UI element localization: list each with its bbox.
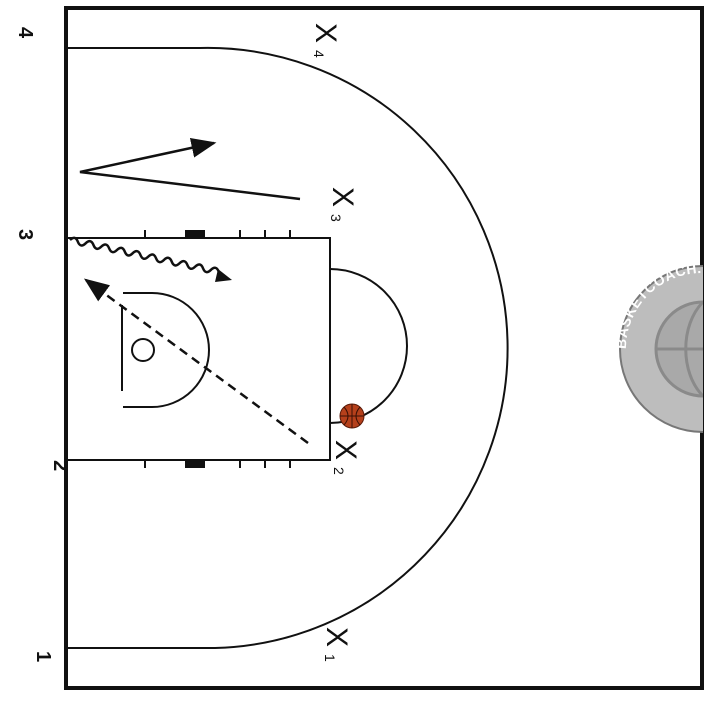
key-area bbox=[65, 237, 331, 461]
player-1: X 1 bbox=[320, 627, 353, 662]
player-4: X 4 bbox=[309, 23, 342, 58]
player-number: 3 bbox=[328, 214, 344, 222]
side-number-1: 1 bbox=[32, 651, 54, 662]
side-number-3: 3 bbox=[14, 229, 36, 240]
player-3: X 3 bbox=[326, 187, 359, 222]
block-mark-top bbox=[185, 230, 205, 238]
player-number: 1 bbox=[322, 654, 338, 662]
player-number: 2 bbox=[331, 467, 347, 475]
court-boundary bbox=[64, 6, 704, 690]
three-point-line bbox=[66, 46, 509, 649]
basketball bbox=[339, 403, 365, 429]
lane-hash-marks bbox=[144, 230, 291, 468]
dribble-arrow bbox=[69, 236, 220, 274]
cut-arrow bbox=[79, 137, 301, 201]
player-number: 4 bbox=[311, 50, 327, 58]
rim bbox=[131, 338, 155, 362]
player-mark: X bbox=[320, 627, 353, 647]
player-mark: X bbox=[329, 440, 362, 460]
side-number-2: 2 bbox=[49, 460, 71, 471]
player-mark: X bbox=[309, 23, 342, 43]
free-throw-circle bbox=[329, 268, 408, 424]
pass-arrow bbox=[83, 278, 309, 445]
player-mark: X bbox=[326, 187, 359, 207]
side-number-4: 4 bbox=[14, 27, 36, 39]
player-2: X 2 bbox=[329, 440, 362, 475]
center-logo: BASKETCOACH.NET bbox=[619, 265, 703, 433]
block-mark-bottom bbox=[185, 460, 205, 468]
restricted-area bbox=[123, 292, 210, 408]
dribble-arrow-head bbox=[215, 269, 232, 282]
